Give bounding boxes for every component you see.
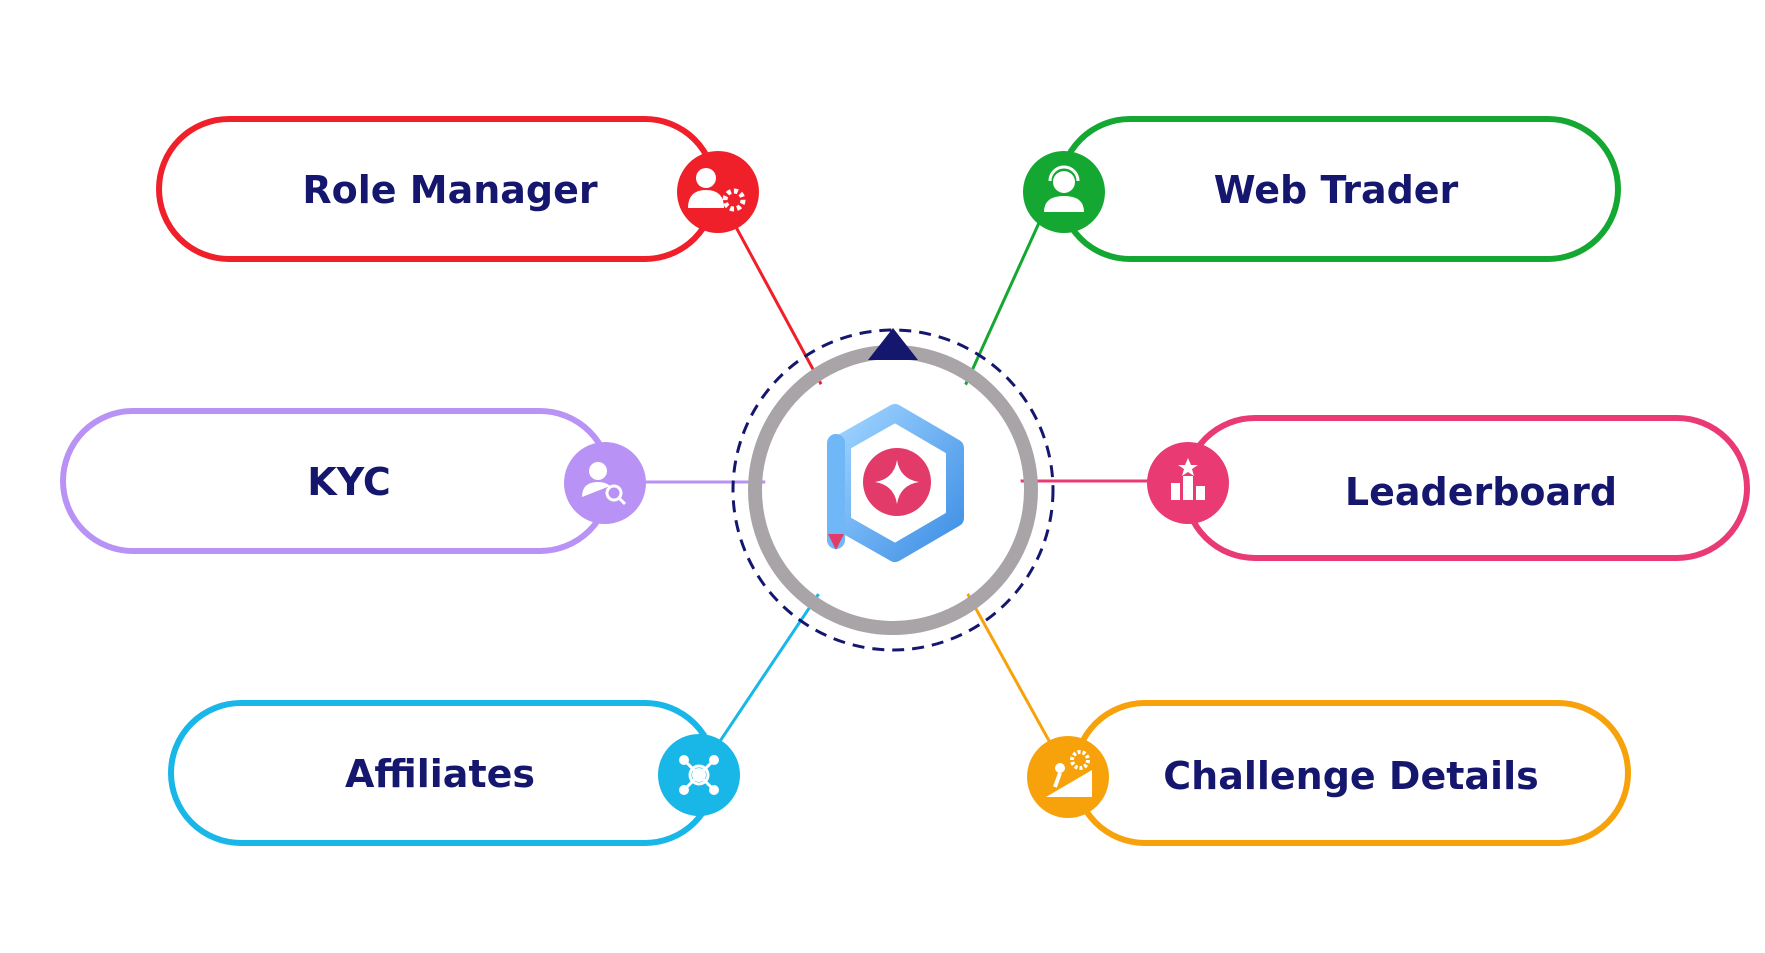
node-kyc[interactable]: KYC (60, 408, 646, 554)
label-affiliates: Affiliates (345, 752, 535, 796)
user-search-icon (564, 442, 646, 524)
node-web-trader[interactable]: Web Trader (1023, 116, 1621, 262)
label-kyc: KYC (307, 460, 391, 504)
climb-mountain-icon (1027, 736, 1109, 818)
p-hexagon-logo-icon (827, 404, 964, 562)
headset-agent-icon (1023, 151, 1105, 233)
label-role-manager: Role Manager (302, 168, 598, 212)
user-gear-icon (677, 151, 759, 233)
network-user-icon (658, 734, 740, 816)
label-web-trader: Web Trader (1214, 168, 1459, 212)
node-leaderboard[interactable]: Leaderboard (1147, 415, 1750, 561)
node-challenge-details[interactable]: Challenge Details (1027, 700, 1631, 846)
center-hub (731, 328, 1055, 652)
dashed-orbit (731, 328, 1055, 652)
label-challenge-details: Challenge Details (1163, 754, 1538, 798)
label-leaderboard: Leaderboard (1345, 470, 1617, 514)
podium-star-icon (1147, 442, 1229, 524)
node-role-manager[interactable]: Role Manager (156, 116, 759, 262)
up-arrow-icon (868, 328, 918, 360)
node-affiliates[interactable]: Affiliates (168, 700, 740, 846)
